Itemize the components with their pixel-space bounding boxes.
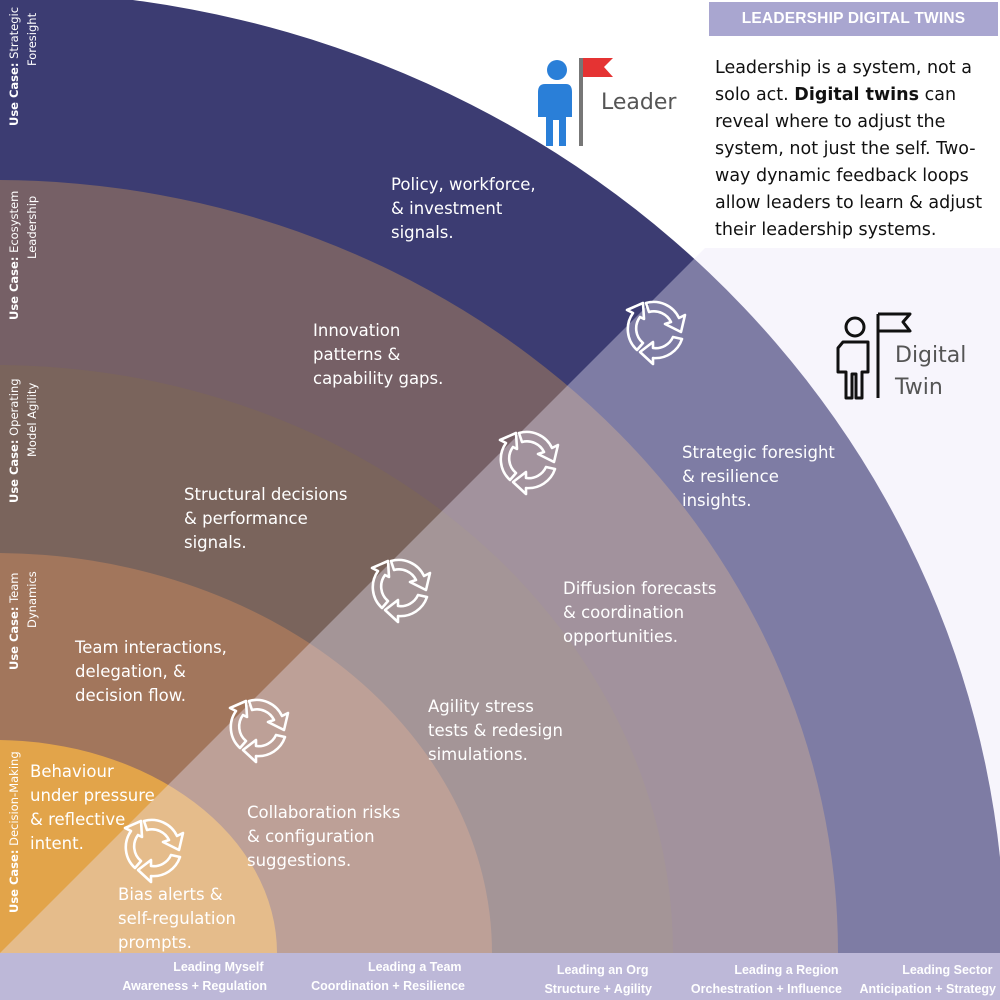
twin-text-strategic: Strategic foresight & resilience insight… bbox=[682, 443, 840, 510]
level-label-operating: Leading an Org Structure + Agility bbox=[544, 963, 652, 996]
intro-text-bold: Digital twins bbox=[794, 85, 920, 105]
intro-text-1: Leadership is a system, not a solo act. bbox=[715, 58, 972, 105]
level-label-team: Leading a Team Coordination + Resilience bbox=[311, 960, 465, 993]
twin-text-operating: Agility stress tests & redesign simulati… bbox=[428, 697, 568, 764]
intro-paragraph: Leadership is a system, not a solo act. … bbox=[715, 55, 997, 244]
leader-label: Leader bbox=[601, 90, 677, 115]
usecase-label-team: Use Case: Team bbox=[7, 573, 21, 671]
level-label-decision: Leading Myself Awareness + Regulation bbox=[122, 960, 267, 993]
usecase-label-operating-2: Model Agility bbox=[25, 383, 39, 457]
leader-text-operating: Structural decisions & performance signa… bbox=[184, 485, 353, 552]
title-banner: LEADERSHIP DIGITAL TWINS bbox=[709, 2, 998, 36]
level-label-strategic: Leading Sector Anticipation + Strategy bbox=[860, 963, 997, 996]
usecase-label-operating: Use Case: Operating bbox=[7, 378, 21, 503]
twin-text-team: Collaboration risks & configuration sugg… bbox=[247, 803, 406, 870]
usecase-label-strategic: Use Case: Strategic bbox=[7, 7, 21, 126]
usecase-label-decision: Use Case: Decision-Making bbox=[7, 751, 21, 913]
usecase-label-ecosystem-2: Leadership bbox=[25, 196, 39, 259]
leader-flag-icon bbox=[538, 58, 613, 146]
usecase-label-team-2: Dynamics bbox=[25, 571, 39, 628]
leader-text-team: Team interactions, delegation, & decisio… bbox=[74, 638, 232, 705]
twin-label-line1: Digital bbox=[895, 343, 966, 368]
twin-overlay bbox=[0, 248, 1000, 958]
digital-twin-flag-icon bbox=[836, 312, 912, 400]
leader-text-strategic: Policy, workforce, & investment signals. bbox=[391, 175, 541, 242]
twin-text-ecosystem: Diffusion forecasts & coordination oppor… bbox=[563, 579, 722, 646]
ring-decision bbox=[0, 740, 277, 953]
usecase-label-ecosystem: Use Case: Ecosystem bbox=[7, 191, 21, 320]
leader-text-decision: Behaviour under pressure & reflective in… bbox=[30, 762, 160, 853]
title-text: LEADERSHIP DIGITAL TWINS bbox=[741, 10, 966, 27]
twin-label-line2: Twin bbox=[894, 375, 943, 400]
leader-text-ecosystem: Innovation patterns & capability gaps. bbox=[313, 321, 443, 388]
level-label-ecosystem: Leading a Region Orchestration + Influen… bbox=[691, 963, 842, 996]
intro-text-2: can reveal where to adjust the system, n… bbox=[715, 85, 983, 240]
footer-band bbox=[0, 953, 1000, 1000]
twin-text-decision: Bias alerts & self-regulation prompts. bbox=[118, 885, 241, 952]
usecase-label-strategic-2: Foresight bbox=[25, 12, 39, 66]
